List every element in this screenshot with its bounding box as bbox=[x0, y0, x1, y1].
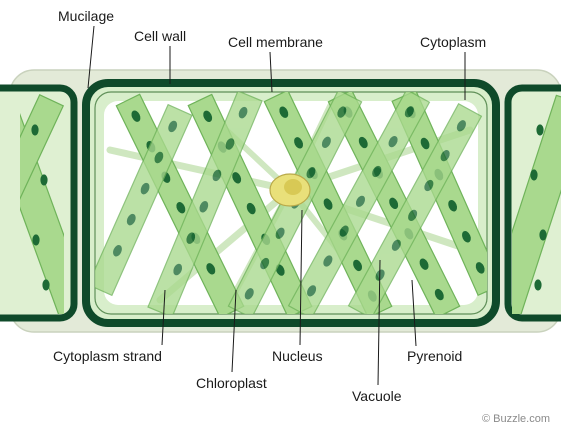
label-pyrenoid: Pyrenoid bbox=[407, 348, 462, 364]
credit-text: © Buzzle.com bbox=[482, 413, 550, 425]
label-cell-wall: Cell wall bbox=[134, 28, 186, 44]
label-nucleus: Nucleus bbox=[272, 348, 323, 364]
label-vacuole: Vacuole bbox=[352, 388, 402, 404]
label-cytoplasm-strand: Cytoplasm strand bbox=[53, 348, 162, 364]
label-chloroplast: Chloroplast bbox=[196, 375, 267, 391]
label-mucilage: Mucilage bbox=[58, 8, 114, 24]
label-cell-membrane: Cell membrane bbox=[228, 34, 323, 50]
nucleolus bbox=[284, 179, 302, 195]
label-cytoplasm: Cytoplasm bbox=[420, 34, 486, 50]
